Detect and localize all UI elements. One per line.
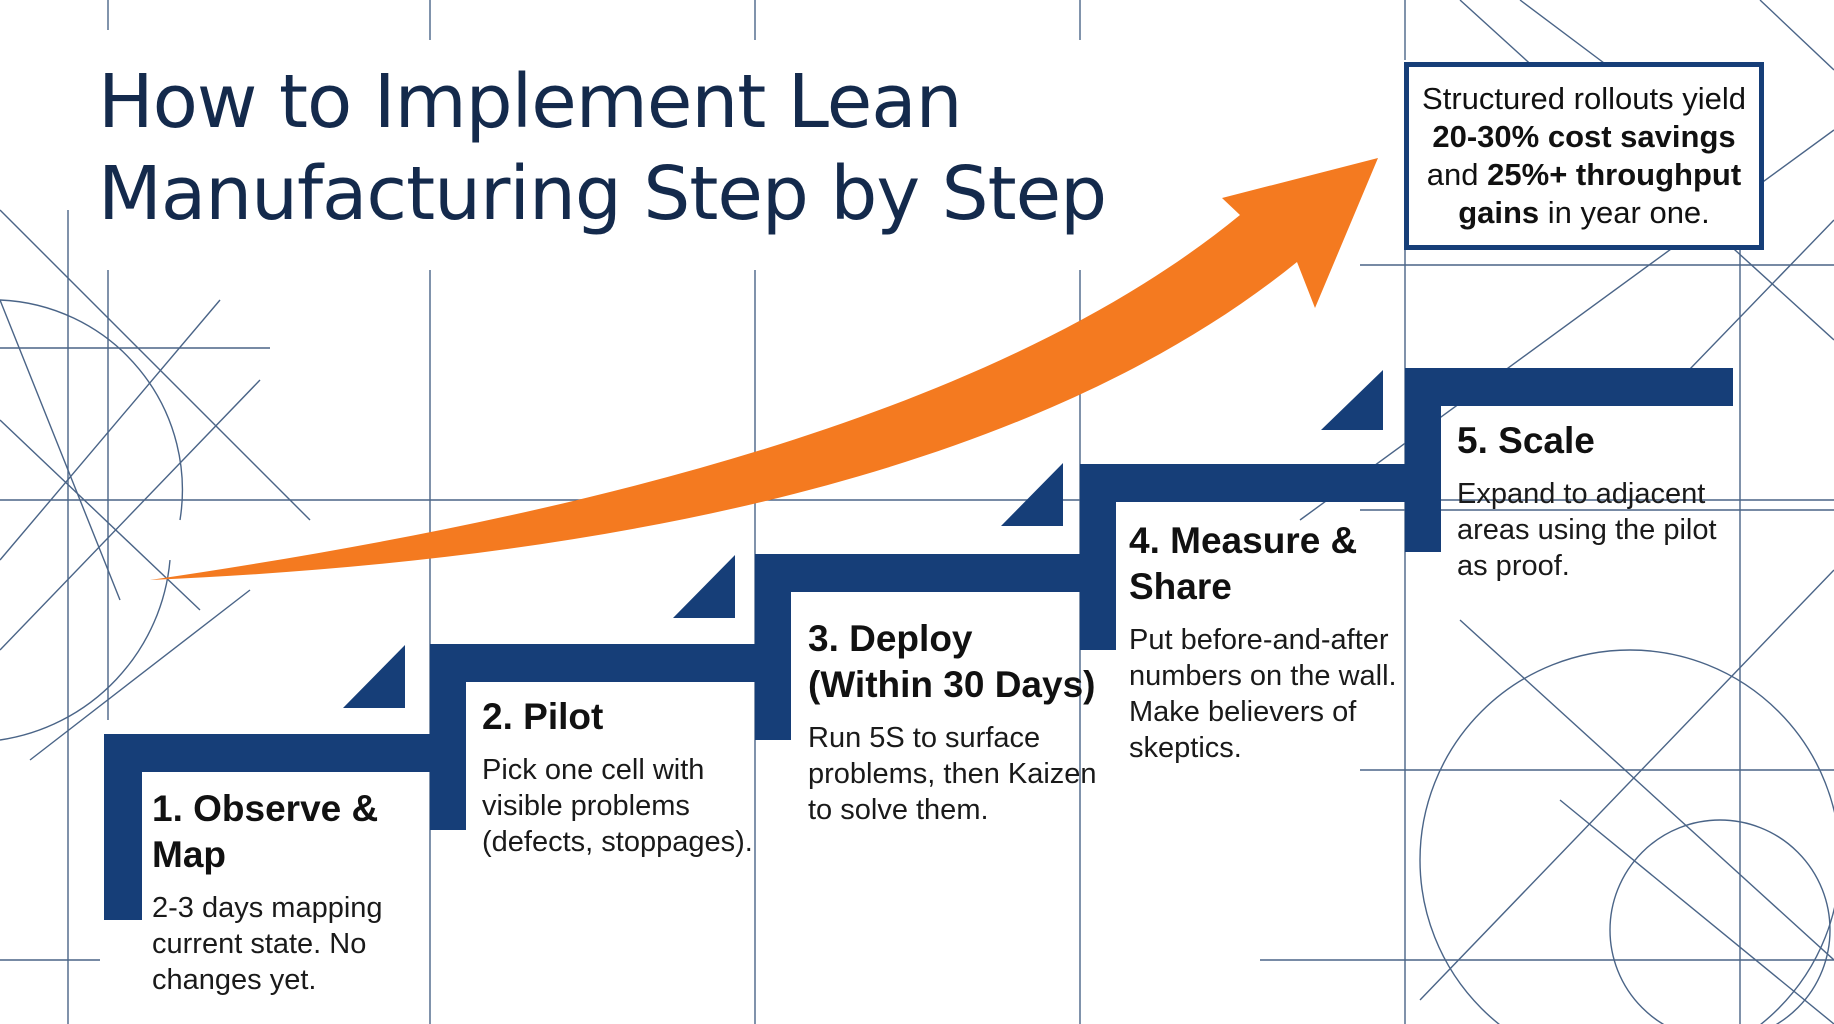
callout-highlight-throughput: 25%+ throughput xyxy=(1487,157,1742,192)
result-callout-box: Structured rollouts yield 20-30% cost sa… xyxy=(1404,62,1764,250)
callout-text: Structured rollouts yield 20-30% cost sa… xyxy=(1422,80,1746,232)
stair-notch-2 xyxy=(673,555,735,618)
step-2-description: Pick one cell with visible problems (def… xyxy=(482,754,753,858)
stair-notch-1 xyxy=(343,645,405,708)
stair-tread-1 xyxy=(104,734,434,772)
title-line-1: How to Implement Lean xyxy=(98,59,963,145)
stair-notch-3 xyxy=(1001,463,1063,526)
step-2-title: 2. Pilot xyxy=(482,696,604,737)
step-4-title: 4. Measure & Share xyxy=(1129,520,1358,607)
step-3: 3. Deploy (Within 30 Days) Run 5S to sur… xyxy=(808,616,1098,828)
step-3-title: 3. Deploy (Within 30 Days) xyxy=(808,618,1096,705)
step-4: 4. Measure & Share Put before-and-after … xyxy=(1129,518,1399,766)
growth-arrow xyxy=(150,158,1378,580)
callout-highlight-gains: gains xyxy=(1458,195,1540,230)
callout-tail: in year one. xyxy=(1547,195,1710,230)
step-5-description: Expand to adjacent areas using the pilot… xyxy=(1457,478,1717,582)
step-1-description: 2-3 days mapping current state. No chang… xyxy=(152,892,383,996)
step-2: 2. Pilot Pick one cell with visible prob… xyxy=(482,694,772,860)
step-3-description: Run 5S to surface problems, then Kaizen … xyxy=(808,722,1097,826)
step-1-title: 1. Observe & Map xyxy=(152,788,379,875)
callout-and: and xyxy=(1426,157,1479,192)
step-4-description: Put before-and-after numbers on the wall… xyxy=(1129,624,1397,764)
title-line-2: Manufacturing Step by Step xyxy=(98,151,1107,237)
step-5-title: 5. Scale xyxy=(1457,420,1595,461)
stair-tread-4 xyxy=(1080,464,1406,502)
stair-tread-2 xyxy=(430,644,756,682)
callout-highlight-cost: 20-30% cost savings xyxy=(1432,119,1736,154)
page-title: How to Implement Lean Manufacturing Step… xyxy=(98,56,1107,240)
callout-line-1: Structured rollouts yield xyxy=(1422,81,1746,116)
staircase xyxy=(104,368,1733,920)
step-5: 5. Scale Expand to adjacent areas using … xyxy=(1457,418,1727,584)
stair-tread-5 xyxy=(1405,368,1733,406)
step-1: 1. Observe & Map 2-3 days mapping curren… xyxy=(152,786,442,998)
stair-tread-3 xyxy=(755,554,1081,592)
stair-notch-4 xyxy=(1321,370,1383,430)
